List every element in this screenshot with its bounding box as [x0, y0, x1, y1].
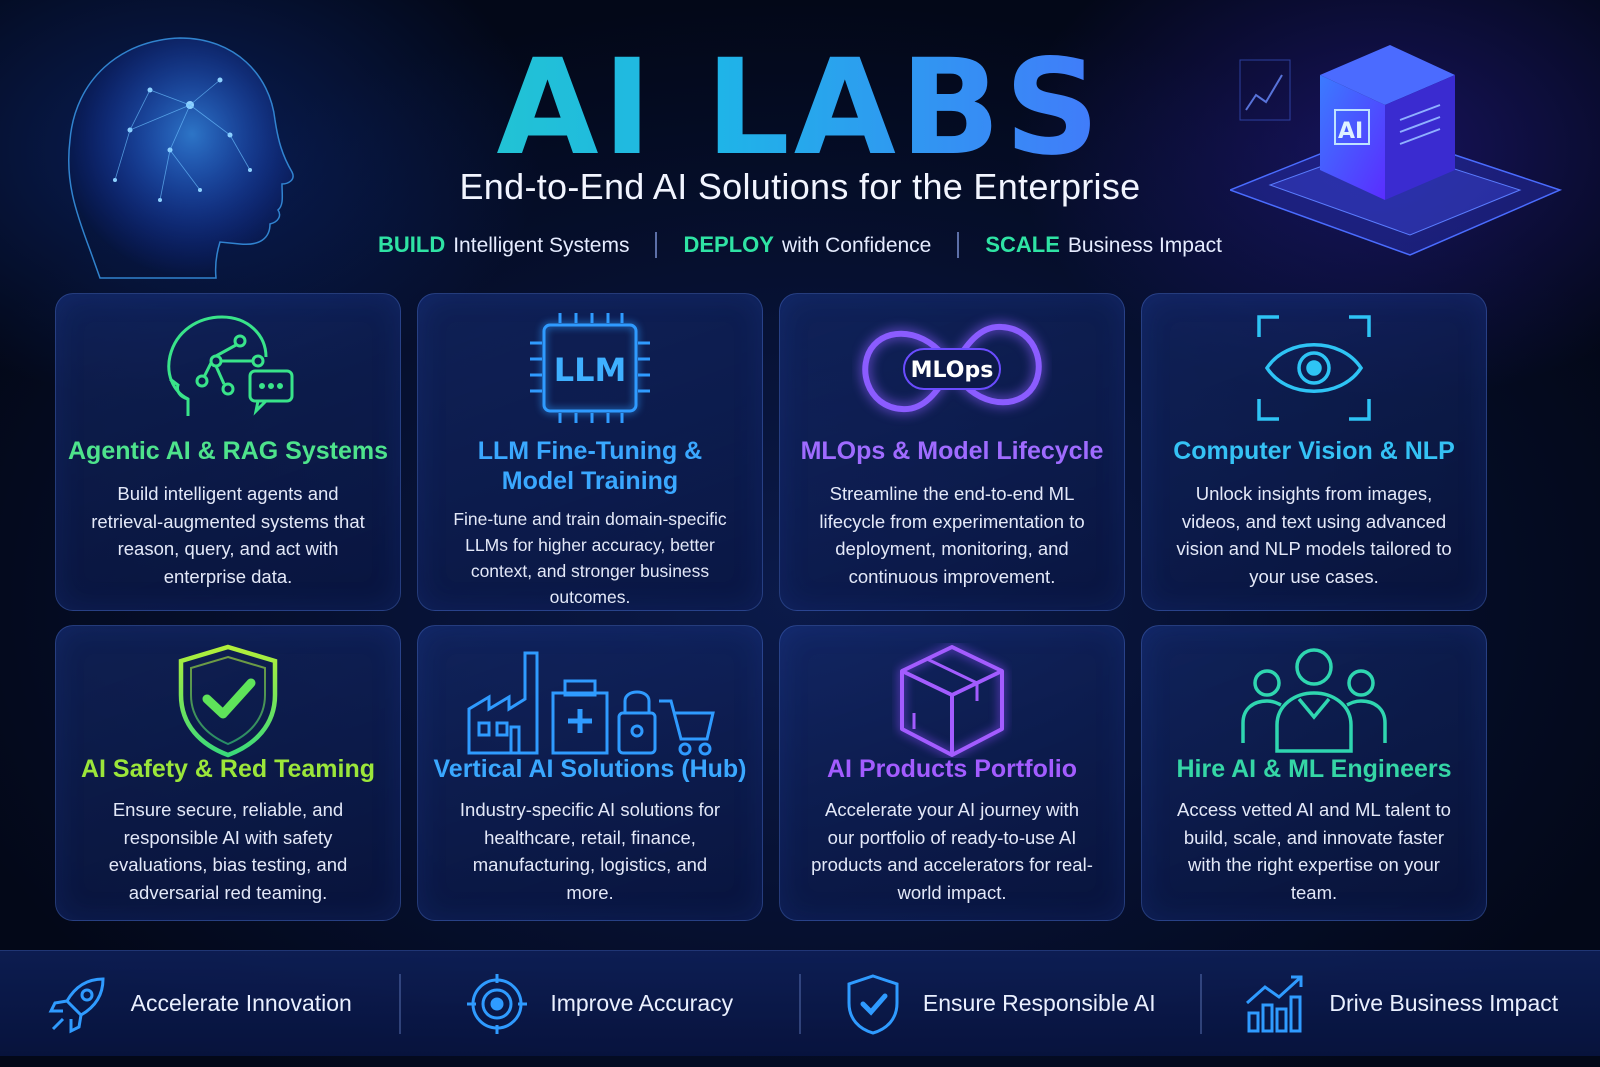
mlops-infinity-icon: MLOps [780, 306, 1124, 431]
card-title: AI Products Portfolio [827, 755, 1077, 783]
benefit-accelerate: Accelerate Innovation [0, 974, 399, 1034]
hospital-icon [551, 679, 609, 755]
tagline-deploy: DEPLOY with Confidence [657, 232, 957, 258]
rocket-icon [48, 976, 105, 1033]
card-title: Hire AI & ML Engineers [1176, 755, 1452, 783]
benefit-divider [799, 973, 801, 1034]
card-ai-safety[interactable]: AI Safety & Red Teaming Ensure secure, r… [55, 625, 401, 921]
card-computer-vision[interactable]: Computer Vision & NLP Unlock insights fr… [1141, 293, 1487, 611]
tagline-key: DEPLOY [683, 232, 774, 257]
tagline-row: BUILD Intelligent Systems DEPLOY with Co… [0, 232, 1600, 258]
ai-cube-illustration: AI [1230, 45, 1563, 256]
brain-network-icon [56, 306, 400, 431]
benefit-label: Drive Business Impact [1329, 990, 1559, 1016]
card-title: Agentic AI & RAG Systems [68, 437, 388, 465]
benefit-label: Ensure Responsible AI [922, 990, 1156, 1016]
tagline-build: BUILD Intelligent Systems [352, 232, 655, 258]
page-title: AI LABS [0, 38, 1600, 178]
tagline-text: with Confidence [781, 234, 932, 257]
cart-icon [659, 699, 715, 756]
tagline-key: BUILD [378, 232, 446, 257]
factory-icon [467, 651, 539, 755]
mlops-label: MLOps [911, 358, 994, 383]
tagline-divider [655, 232, 658, 258]
card-description: Industry-specific AI solutions for healt… [459, 799, 721, 903]
benefits-bar: Accelerate Innovation Improve Accuracy E… [0, 950, 1600, 1056]
benefit-label: Accelerate Innovation [130, 990, 352, 1016]
team-icon [1142, 638, 1486, 763]
tagline-divider [957, 232, 960, 258]
llm-chip-icon: LLM [418, 306, 762, 431]
service-cards-grid: Agentic AI & RAG Systems Build intellige… [55, 293, 1515, 921]
bank-lock-icon [617, 690, 657, 755]
eye-scan-icon [1142, 306, 1486, 431]
card-vertical-ai[interactable]: Vertical AI Solutions (Hub) Industry-spe… [417, 625, 763, 921]
tagline-text: Business Impact [1067, 234, 1222, 257]
benefit-impact: Drive Business Impact [1202, 974, 1600, 1034]
target-icon [467, 973, 528, 1034]
card-description: Unlock insights from images, videos, and… [1176, 483, 1452, 587]
shield-check-icon [56, 638, 400, 763]
benefit-label: Improve Accuracy [550, 990, 734, 1016]
box-icon [780, 638, 1124, 763]
benefit-accuracy: Improve Accuracy [401, 973, 800, 1034]
card-title: MLOps & Model Lifecycle [800, 437, 1104, 465]
benefit-divider [398, 973, 401, 1034]
card-title: Vertical AI Solutions (Hub) [433, 755, 747, 783]
page-subtitle: End-to-End AI Solutions for the Enterpri… [459, 166, 1141, 207]
card-mlops[interactable]: MLOps MLOps & Model Lifecycle Streamline… [779, 293, 1125, 611]
card-llm-fine-tuning[interactable]: LLM LLM Fine-Tuning & Model Training Fin… [417, 293, 763, 611]
svg-text:AI: AI [1338, 119, 1363, 144]
industry-icons [418, 638, 762, 763]
growth-chart-icon [1246, 975, 1303, 1032]
chip-label: LLM [554, 351, 627, 389]
card-agentic-ai[interactable]: Agentic AI & RAG Systems Build intellige… [55, 293, 401, 611]
benefit-divider [1199, 973, 1202, 1034]
card-description: Accelerate your AI journey with our port… [811, 799, 1093, 903]
card-description: Build intelligent agents and retrieval-a… [91, 483, 365, 587]
shield-check-icon [847, 973, 899, 1035]
tagline-key: SCALE [985, 232, 1060, 257]
card-description: Fine-tune and train domain-specific LLMs… [453, 509, 727, 607]
card-description: Access vetted AI and ML talent to build,… [1177, 799, 1451, 903]
card-title: Computer Vision & NLP [1173, 437, 1455, 465]
head-network-illustration [67, 37, 294, 279]
card-title: AI Safety & Red Teaming [80, 755, 376, 783]
benefit-responsible: Ensure Responsible AI [801, 973, 1200, 1035]
card-title: LLM Fine-Tuning & Model Training [477, 437, 703, 495]
tagline-text: Intelligent Systems [453, 234, 630, 257]
tagline-scale: SCALE Business Impact [959, 232, 1248, 258]
card-description: Streamline the end-to-end ML lifecycle f… [819, 483, 1085, 587]
card-description: Ensure secure, reliable, and responsible… [108, 799, 348, 903]
card-ai-products[interactable]: AI Products Portfolio Accelerate your AI… [779, 625, 1125, 921]
card-hire-engineers[interactable]: Hire AI & ML Engineers Access vetted AI … [1141, 625, 1487, 921]
